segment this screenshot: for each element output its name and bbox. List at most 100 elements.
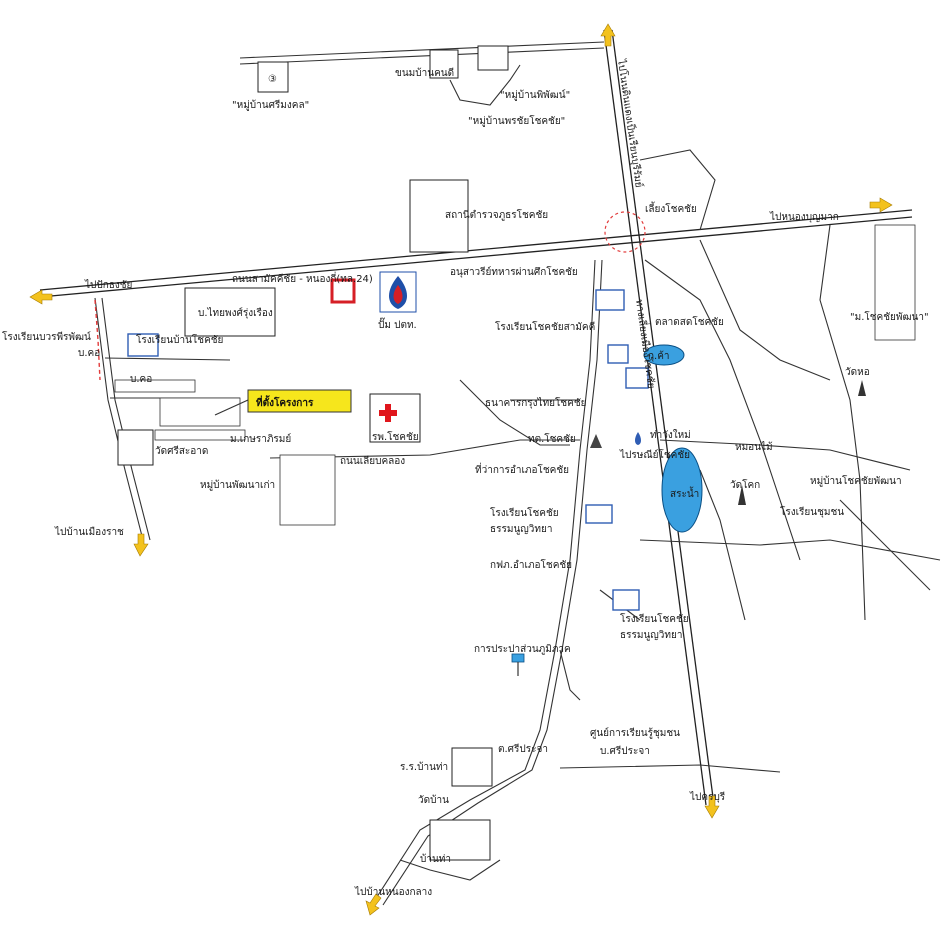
label-tambon: ต.ศรีประจา: [498, 743, 548, 755]
ptt-logo: [379, 271, 417, 313]
school-icons: [127, 289, 649, 611]
label-to-nongbunmak: ไปหนองบุญมาก: [769, 211, 839, 223]
east-road-1: [644, 259, 801, 561]
water-tower-icon: [511, 653, 525, 676]
label-to-ban-mueang-rat: ไปบ้านเมืองราช: [54, 526, 124, 538]
school-icon-4: [612, 589, 640, 611]
temple-icon-1: [858, 380, 866, 396]
hospital-cross-icon: [379, 404, 397, 422]
subdivision-1: [114, 379, 196, 393]
bottom-road-1: [559, 649, 581, 701]
label-ban-bottom: บ้านท่า: [420, 853, 451, 865]
block-left: [117, 429, 154, 466]
label-market-bottom: ร.ร.บ้านท่า: [400, 761, 448, 773]
label-school-chokchai2: ธรรมนูญวิทยา: [490, 524, 552, 535]
label-temple-kheng: ที่ว่าการอำเภอโชคชัย: [475, 462, 569, 476]
label-water-auth: การประปาส่วนภูมิภาค: [474, 644, 571, 655]
label-school-nong: โรงเรียนโชคชัย: [620, 612, 689, 625]
label-to-pakthongchai: ไปปักธงชัย: [84, 279, 132, 291]
label-kheng: เลี้ยงโชคชัย: [645, 201, 697, 215]
roads: [39, 29, 941, 906]
label-police: สถานีตำรวจภูธรโชคชัย: [445, 208, 548, 221]
label-wat-khlong: วัดโคก: [730, 478, 760, 491]
label-school-nong2: ธรรมนูญวิทยา: [620, 630, 682, 641]
intersection-circle: [604, 211, 646, 253]
arrow-east-icon: [869, 197, 893, 213]
label-khanom: ขนมบ้านคนดี: [395, 67, 454, 79]
label-ptt: ปั๊ม ปตท.: [378, 317, 417, 331]
label-hospital: รพ.โชคชัย: [372, 430, 419, 443]
school-road: [104, 357, 231, 361]
label-phaya: ถนนเลียบคลอง: [340, 455, 405, 467]
bottom-road-2: [399, 859, 501, 881]
label-mu-ban-chai: หมู่บ้านโชคชัยพัฒนา: [810, 474, 902, 487]
block-top-mid2: [477, 45, 509, 71]
subdivision-3: [154, 429, 246, 441]
main-highway-south-edge: [39, 216, 913, 298]
main-diagonal-road: [374, 259, 596, 901]
label-tambon2: บ.ศรีประจา: [600, 745, 650, 757]
east-road-3: [819, 224, 866, 621]
north-south-road-east-edge: [611, 29, 715, 806]
label-right-mu: "ม.โชคชัยพัฒนา": [850, 310, 929, 323]
label-kaeo: ก.ค้า: [648, 350, 670, 362]
site-highlight-box: [247, 389, 352, 413]
arrow-sw-icon: [133, 533, 149, 557]
label-school-ban: โรงเรียนบ้านโชคชัย: [136, 333, 223, 346]
creek-curve: [639, 149, 716, 231]
temple-icon-3: [590, 434, 602, 448]
label-wat-right: วัดหอ: [845, 367, 870, 378]
arrow-south-icon: [704, 795, 720, 819]
west-road-1: [459, 379, 570, 446]
subdivision-4: [279, 454, 336, 526]
arrow-north-icon: [600, 23, 616, 47]
top-road-2: [239, 47, 605, 65]
subdivision-2: [159, 397, 241, 427]
label-monument: อนุสาวรีย์ทหารผ่านศึกโชคชัย: [450, 265, 578, 278]
east-road-5: [639, 539, 941, 561]
arrow-bottom-left-icon: [365, 893, 382, 916]
arrow-west-icon: [29, 289, 53, 305]
north-south-road-west-edge: [603, 29, 707, 806]
label-to-ban-nong-klang: ไปบ้านหนองกลาง: [354, 886, 432, 898]
temple-icon-2: [738, 485, 746, 505]
school-icon-3: [585, 504, 613, 524]
block-top-left: [257, 61, 289, 93]
label-ba-kho2: บ.คอ: [130, 374, 152, 385]
label-school-right: โรงเรียนชุมชน: [780, 505, 844, 518]
main-diagonal-road-2: [382, 259, 603, 906]
block-top-left-num: ③: [268, 74, 277, 85]
block-police: [409, 179, 469, 253]
bank-icon-1: [607, 344, 629, 364]
label-mu-ban-top2: "หมู่บ้านพิพัฒน์": [500, 89, 570, 101]
label-ho-mo: หมอนไม้: [735, 441, 773, 453]
east-road-2: [699, 239, 831, 381]
east-road-7: [699, 469, 746, 621]
label-lotus: ท่าวังใหม่: [650, 429, 691, 441]
map-labels: ถนนสามัคคีชัย - หนองกี่(ทล.24) ไปปักธงชั…: [2, 57, 929, 898]
label-mu-ban-top3: "หมู่บ้านพรชัยโชคชัย": [468, 114, 565, 127]
right-subdivision: [874, 224, 916, 341]
label-to-chokchai-north: ไปโนนดินแดงเป็นเรียนบุรีรัมย์: [615, 57, 647, 188]
label-to-kraburi: ไปครบุรี: [689, 791, 726, 803]
left-vertical-road: [94, 297, 144, 541]
block-bottom-1: [451, 747, 493, 787]
label-mu-ban-ruang: ม.เกษราภิรมย์: [230, 433, 291, 445]
direction-arrows: [29, 23, 893, 916]
label-wat-left: วัดศรีสะอาด: [155, 445, 208, 457]
label-municipality: ทต.โชคชัย: [528, 432, 576, 445]
north-curve: [449, 64, 521, 106]
hospital-road: [269, 439, 580, 459]
bank-icon-2: [625, 367, 649, 389]
pond-shape: [643, 344, 685, 366]
label-mu-ban-top1: "หมู่บ้านศรีมงคล": [232, 99, 309, 111]
site-pointer: [214, 399, 249, 416]
red-logo: [330, 278, 356, 304]
lake-shape: [661, 447, 703, 533]
block-factory: [184, 287, 276, 337]
label-ngoen-sub: กฟภ.อำเภอโชคชัย: [490, 558, 572, 571]
main-highway-north-edge: [39, 209, 913, 291]
dashed-boundary: [94, 299, 101, 381]
label-mu-ban-kao: หมู่บ้านพัฒนาเก่า: [200, 479, 275, 491]
